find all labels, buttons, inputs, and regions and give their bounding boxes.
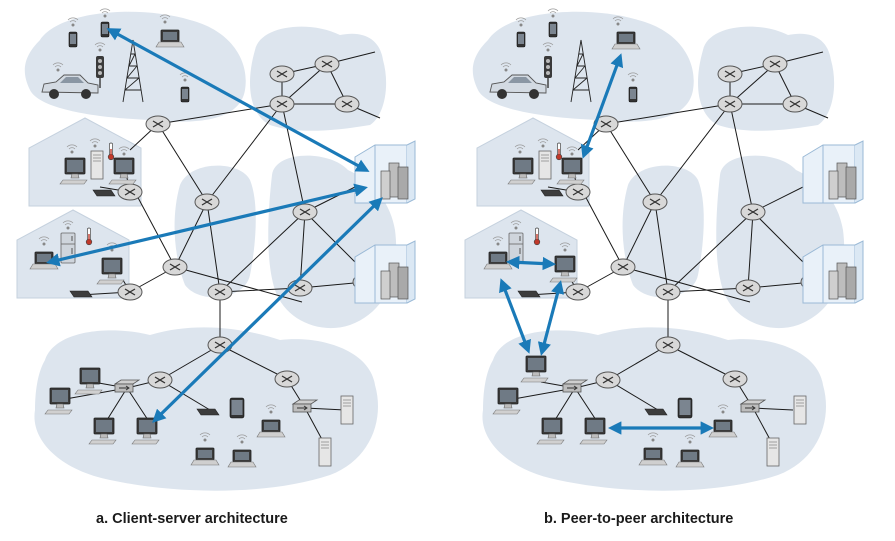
caption-client-server: a. Client-server architecture [96, 511, 288, 527]
caption-peer-to-peer: b. Peer-to-peer architecture [544, 511, 734, 527]
panel-peer-to-peer [464, 8, 864, 491]
tier1-isp-cloud [250, 26, 387, 131]
mobile-network-cloud [472, 11, 694, 122]
panel-client-server [16, 8, 416, 491]
datacenter-icon [354, 140, 416, 204]
datacenter-icon [802, 140, 864, 204]
regional-isp-cloud-left [622, 165, 704, 298]
client-server-arrows [46, 28, 383, 423]
peer-to-peer-arrows [499, 53, 715, 435]
mobile-network-cloud [24, 11, 246, 122]
tier1-isp-cloud [698, 26, 835, 131]
